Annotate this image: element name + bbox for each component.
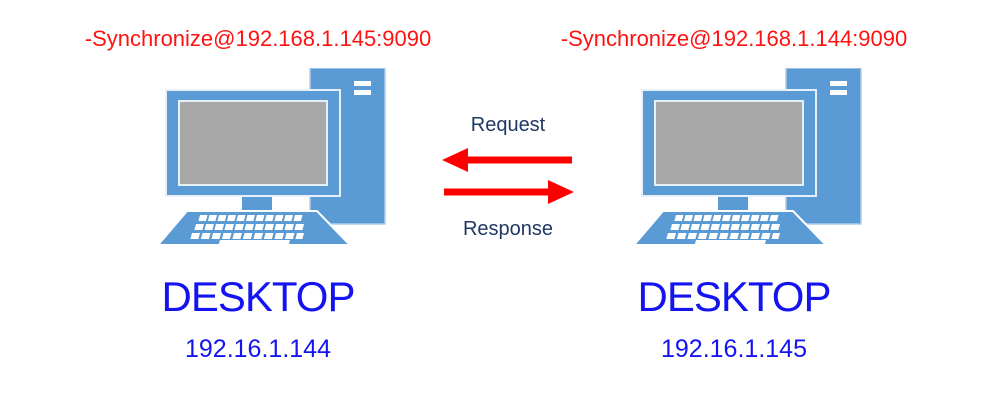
- left-node-name: DESKTOP: [161, 273, 356, 320]
- left-computer-node: -Synchronize@192.168.1.145:9090 DESKTOP …: [78, 26, 438, 364]
- right-computer-node: -Synchronize@192.168.1.144:9090 DESKTOP …: [554, 26, 914, 364]
- response-label: Response: [462, 218, 554, 240]
- request-arrow-left-icon: [442, 148, 572, 172]
- request-label: Request: [470, 114, 546, 136]
- response-arrow-right-icon: [444, 180, 574, 204]
- desktop-computer-icon: [634, 68, 866, 250]
- request-response-arrows: [442, 148, 574, 204]
- right-sync-label: -Synchronize@192.168.1.144:9090: [560, 26, 908, 51]
- left-node-ip: 192.16.1.144: [185, 335, 331, 363]
- right-node-ip: 192.16.1.145: [661, 335, 807, 363]
- desktop-computer-icon: [158, 68, 390, 250]
- right-node-name: DESKTOP: [637, 273, 832, 320]
- request-response-exchange: Request Response: [440, 112, 576, 242]
- left-sync-label: -Synchronize@192.168.1.145:9090: [84, 26, 432, 51]
